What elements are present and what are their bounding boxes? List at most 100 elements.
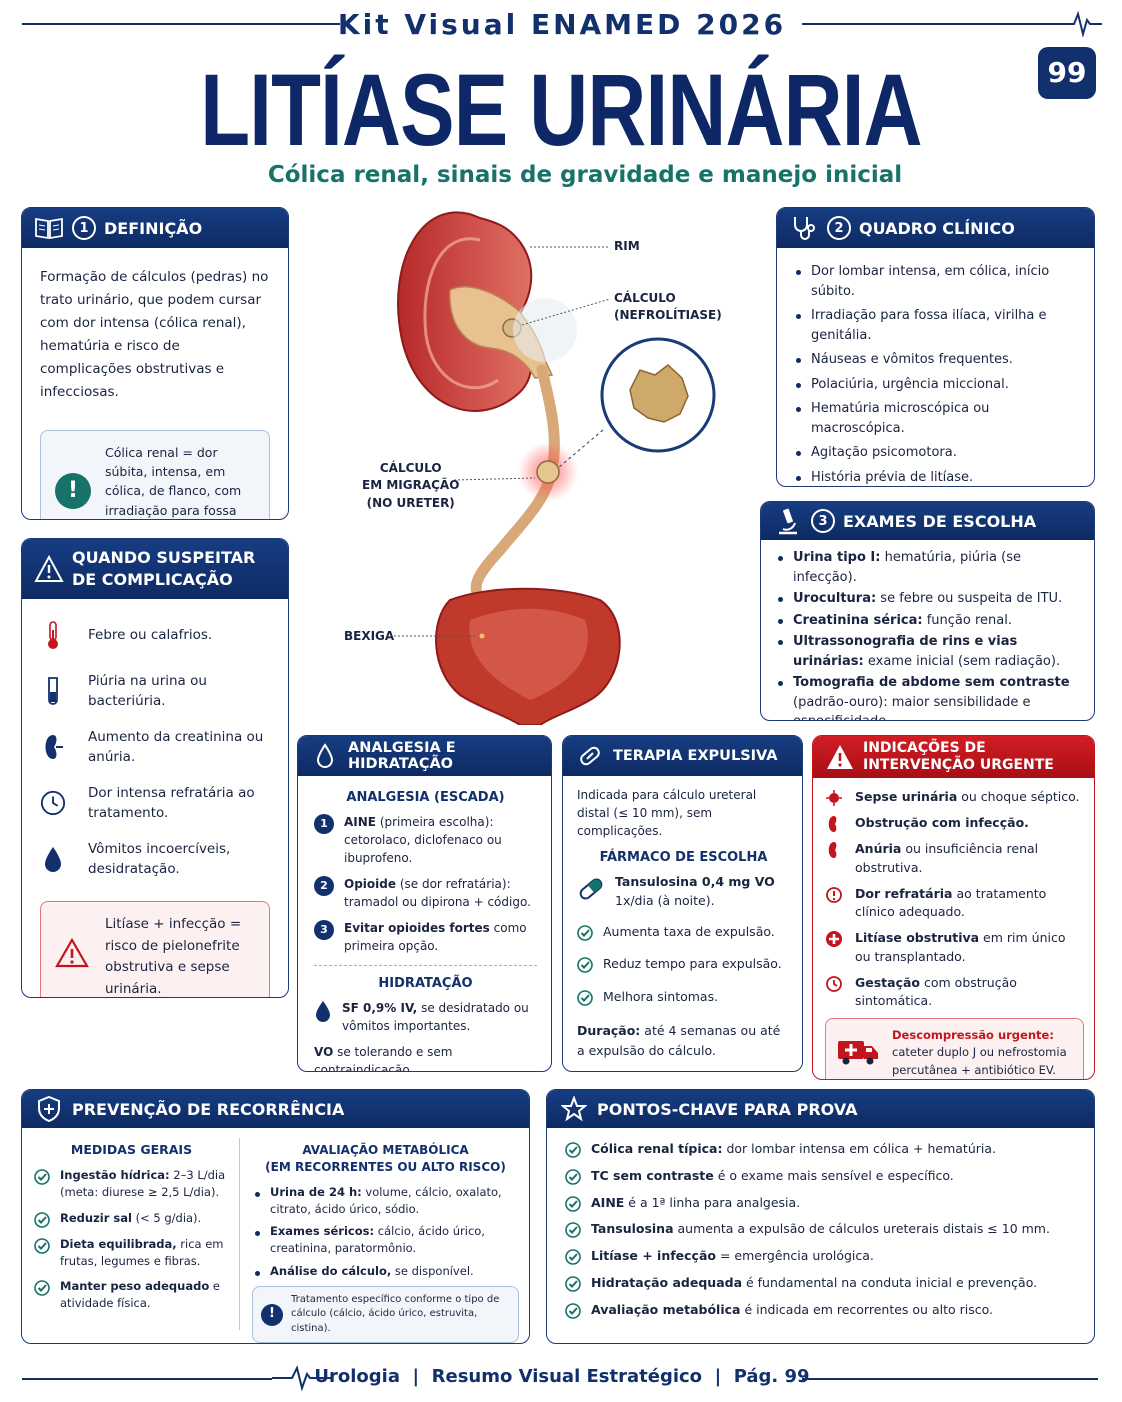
clock-alert-icon — [826, 975, 842, 992]
card-complicacao: QUANDO SUSPEITAR DE COMPLICAÇÃO Febre ou… — [21, 538, 289, 998]
card-prevencao-header: PREVENÇÃO DE RECORRÊNCIA — [22, 1090, 529, 1128]
kit-title: Kit Visual ENAMED 2026 — [337, 8, 787, 41]
check-icon — [34, 1237, 50, 1254]
hidratacao-text: SF 0,9% IV, se desidratado ou vômitos im… — [342, 1001, 529, 1033]
urgente-text: Litíase obstrutiva em rim único ou trans… — [855, 930, 1066, 964]
urgente-item: Dor refratária ao tratamento clínico ade… — [825, 885, 1084, 923]
pontos-item: Tansulosina aumenta a expulsão de cálcul… — [565, 1220, 1080, 1239]
page-number-badge: 99 — [1038, 47, 1096, 99]
star-icon — [559, 1094, 589, 1124]
list-item: História prévia de litíase. — [793, 468, 1078, 487]
list-item: Dor lombar intensa, em cólica, início sú… — [793, 262, 1078, 301]
step-text: Opioide (se dor refratária): tramadol ou… — [344, 877, 531, 909]
prevencao-item: Dieta equilibrada, rica em frutas, legum… — [34, 1236, 229, 1271]
check-icon — [577, 924, 593, 941]
card-urgente-header: INDICAÇÕES DE INTERVENÇÃO URGENTE — [813, 736, 1094, 778]
check-icon — [565, 1142, 581, 1158]
urgente-item: Obstrução com infecção. — [825, 814, 1084, 833]
prevencao-col-gerais: MEDIDAS GERAIS Ingestão hídrica: 2–3 L/d… — [34, 1138, 240, 1330]
check-icon — [34, 1280, 50, 1296]
check-icon — [565, 1249, 581, 1265]
card-urgente: INDICAÇÕES DE INTERVENÇÃO URGENTE Sepse … — [812, 735, 1095, 1080]
step-number: 1 — [314, 814, 334, 834]
check-icon — [565, 1168, 581, 1185]
header-rule-right — [802, 23, 1072, 25]
pill-icon — [575, 741, 605, 771]
migrating-stone — [536, 460, 560, 484]
list-item: Hematúria microscópica ou macroscópica. — [793, 399, 1078, 438]
drop-icon — [40, 845, 66, 873]
label-calculo-line1: CÁLCULO — [614, 291, 676, 305]
footer-rule-right — [802, 1378, 1098, 1380]
label-migracao: CÁLCULO EM MIGRAÇÃO (NO URETER) — [362, 460, 459, 512]
card-quadro: 2 QUADRO CLÍNICO Dor lombar intensa, em … — [776, 207, 1095, 487]
kidney-icon — [828, 816, 837, 832]
kidney-icon — [828, 842, 837, 858]
definicao-text: Formação de cálculos (pedras) no trato u… — [40, 269, 269, 400]
urgente-item: Anúria ou insuficiência renal obstrutiva… — [825, 840, 1084, 878]
card-pontos-header: PONTOS-CHAVE PARA PROVA — [547, 1090, 1094, 1128]
quadro-list: Dor lombar intensa, em cólica, início sú… — [793, 262, 1078, 487]
stethoscope-icon — [789, 213, 819, 243]
urgente-item: Gestação com obstrução sintomática. — [825, 974, 1084, 1012]
shield-icon — [34, 1094, 64, 1124]
card-exames-header: 3 EXAMES DE ESCOLHA — [761, 502, 1094, 540]
card-urgente-title-2: INTERVENÇÃO URGENTE — [863, 757, 1054, 773]
label-migracao-line2: EM MIGRAÇÃO — [362, 478, 460, 493]
header-kit-row: Kit Visual ENAMED 2026 — [22, 6, 1102, 42]
clock-icon — [40, 789, 66, 817]
complicacao-item-text: Febre ou calafrios. — [88, 626, 213, 643]
terapia-intro: Indicada para cálculo ureteral distal (≤… — [577, 788, 757, 838]
bacteria-icon — [826, 790, 842, 806]
list-item: Náuseas e vômitos frequentes. — [793, 350, 1078, 370]
terapia-benefit: Aumenta taxa de expulsão. — [577, 923, 790, 942]
card-pontos-title: PONTOS-CHAVE PARA PROVA — [597, 1099, 858, 1119]
book-icon — [34, 213, 64, 243]
terapia-subtitle: FÁRMACO DE ESCOLHA — [599, 850, 768, 865]
list-item: Polaciúria, urgência miccional. — [793, 375, 1078, 395]
card-urgente-title-1: INDICAÇÕES DE — [863, 740, 986, 757]
medical-cross-icon — [826, 931, 842, 947]
complicacao-warning-text: Litíase + infecção = risco de pielonefri… — [105, 916, 242, 997]
prevencao-metabolica-list: Urina de 24 h: volume, cálcio, oxalato, … — [252, 1184, 519, 1280]
list-item: Análise do cálculo, se disponível. — [252, 1263, 519, 1280]
thermometer-icon — [40, 620, 66, 650]
card-complicacao-header: QUANDO SUSPEITAR DE COMPLICAÇÃO — [22, 539, 288, 599]
list-item: Irradiação para fossa ilíaca, virilha e … — [793, 306, 1078, 345]
microscope-icon — [773, 506, 803, 536]
stone-crystal — [629, 364, 689, 423]
analgesia-step: 2 Opioide (se dor refratária): tramadol … — [314, 875, 537, 911]
list-item: Urina tipo I: hematúria, piúria (se infe… — [775, 548, 1080, 587]
urgente-text: Gestação com obstrução sintomática. — [855, 974, 1017, 1009]
exames-list: Urina tipo I: hematúria, piúria (se infe… — [775, 548, 1080, 720]
check-icon — [34, 1169, 50, 1185]
definicao-note-text: Cólica renal = dor súbita, intensa, em c… — [105, 444, 242, 518]
benefit-text: Reduz tempo para expulsão. — [603, 956, 782, 972]
list-item: Urocultura: se febre ou suspeita de ITU. — [775, 589, 1080, 609]
complicacao-item: Vômitos incoercíveis, desidratação. — [40, 831, 270, 887]
list-item: Ultrassonografia de rins e vias urinária… — [775, 632, 1080, 671]
section-number: 3 — [811, 509, 835, 533]
analgesia-subtitle: ANALGESIA (ESCADA) — [346, 790, 505, 805]
prevencao-item: Ingestão hídrica: 2–3 L/dia (meta: diure… — [34, 1167, 229, 1202]
prevencao-item: Manter peso adequado e atividade física. — [34, 1278, 229, 1313]
page-subtitle: Cólica renal, sinais de gravidade e mane… — [267, 162, 903, 188]
pontos-item: Litíase + infecção = emergência urológic… — [565, 1247, 1080, 1266]
label-migracao-line3: (NO URETER) — [366, 495, 455, 510]
urgente-text: Obstrução com infecção. — [855, 815, 1029, 830]
header-rule-left — [22, 23, 340, 25]
urgente-text: Anúria ou insuficiência renal obstrutiva… — [855, 841, 1039, 875]
urgente-decompression-box: Descompressão urgente:cateter duplo J ou… — [825, 1018, 1084, 1079]
urgente-item: Sepse urinária ou choque séptico. — [825, 788, 1084, 807]
list-item: Urina de 24 h: volume, cálcio, oxalato, … — [252, 1184, 519, 1219]
complicacao-item-text: Vômitos incoercíveis, desidratação. — [88, 840, 231, 877]
prevencao-col1-title: MEDIDAS GERAIS — [70, 1142, 193, 1157]
hidratacao-item: SF 0,9% IV, se desidratado ou vômitos im… — [314, 999, 537, 1035]
card-analgesia-title: ANALGESIA E HIDRATAÇÃO — [348, 740, 456, 772]
drop-icon — [314, 999, 332, 1035]
card-prevencao-title: PREVENÇÃO DE RECORRÊNCIA — [72, 1099, 345, 1119]
card-definicao-title: DEFINIÇÃO — [104, 218, 203, 238]
pain-alert-icon — [826, 886, 842, 903]
card-prevencao: PREVENÇÃO DE RECORRÊNCIA MEDIDAS GERAIS … — [21, 1089, 530, 1344]
urgente-box-text: Descompressão urgente:cateter duplo J ou… — [892, 1028, 1067, 1077]
